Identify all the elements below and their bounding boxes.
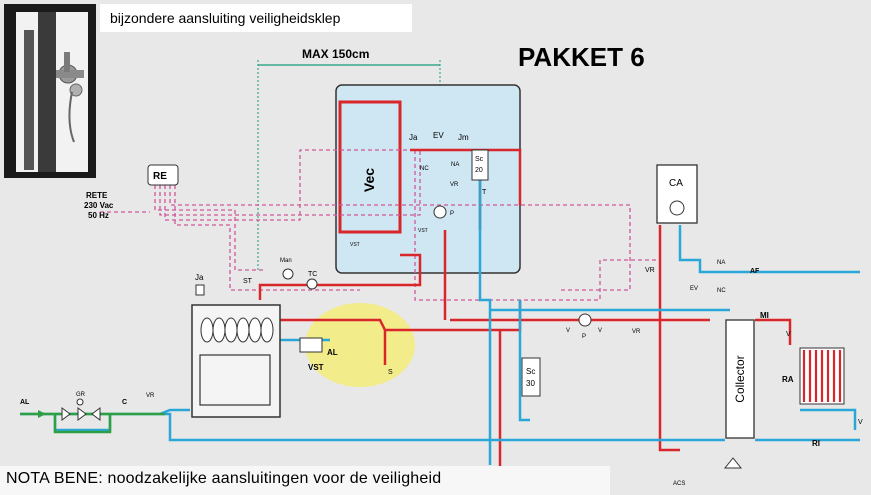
v-bot-label: V [858,419,863,426]
sc30-label-2: 30 [526,379,535,388]
t-probe-label: T [482,189,487,196]
caption-text: bijzondere aansluiting veiligheidsklep [110,10,341,26]
ja-boiler-icon [195,284,205,296]
inlet-arrow-icon [38,410,46,418]
heat-exchanger-coils [200,317,274,343]
al-vst-label: AL [327,348,338,357]
signal-wiring [100,149,660,301]
ca-pump-icon [669,200,685,216]
sc20-label-2: 20 [475,167,483,174]
sc30-label-1: Sc [526,367,535,376]
rete-label-1: RETE [86,191,108,200]
vr-left-label: VR [146,393,155,399]
shower-head-icon [723,457,743,469]
nc-ca-label: NC [717,288,726,294]
p-tank-label: P [450,211,454,217]
ja-boiler-label: Ja [195,273,204,282]
vst-boiler-label: VST [308,363,324,372]
collector-manifold [725,319,755,439]
man-label: Man [280,258,292,264]
ja-top-label: Ja [409,133,418,142]
v-top-label: V [786,331,791,338]
re-label: RE [153,171,167,182]
highlight-zone [305,303,415,387]
rete-label-3: 50 Hz [88,211,109,220]
vst2-tank-label: VST [418,228,428,234]
c-label: C [122,399,127,406]
st-label: ST [243,278,253,285]
sc30-box [521,357,541,397]
heating-element-vec [338,100,402,234]
max-dimension-label: MAX 150cm [302,47,369,61]
al-left-label: AL [20,399,30,406]
inlet-valves-icon [61,398,101,421]
rete-label-2: 230 Vac [84,201,114,210]
diagram-title: PAKKET 6 [518,42,645,72]
jm-label: Jm [458,133,469,142]
safety-valve-icon [24,12,84,172]
boiler-door [199,354,271,406]
circulator-pump-icon [578,313,592,327]
ra-label: RA [782,375,794,384]
ri-label: RI [812,439,820,448]
ca-label: CA [669,178,683,189]
re-box [147,164,179,186]
vr-tank-label: VR [450,182,459,188]
af-label: AF [750,268,760,275]
manometer-icon [282,268,294,280]
radiator-ra [799,347,845,405]
gr-label: GR [76,392,86,398]
tc-label: TC [308,271,317,278]
p-pump-label: P [582,334,586,340]
vr-ca-label: VR [645,267,655,274]
na-ca-label: NA [717,260,725,266]
acs-label: ACS [673,481,685,487]
thermostat-icon [306,278,318,290]
sc20-box [471,149,489,181]
note-text: NOTA BENE: noodzakelijke aansluitingen v… [6,470,442,487]
ev-top-label: EV [433,131,444,140]
vr-pump-label: VR [632,329,641,335]
collector-label: Collector [733,355,747,402]
ev-ca-label: EV [690,286,698,292]
sc20-label-1: Sc [475,156,484,163]
caption-box: bijzondere aansluiting veiligheidsklep [100,4,412,32]
vec-label: Vec [361,168,377,192]
nc-label: NC [420,166,429,172]
valve-photo [16,12,88,172]
valve-photo-thumbnail [4,4,96,178]
v1-label: V [566,328,570,334]
s-label: S [388,369,393,376]
na-label: NA [451,162,459,168]
pump-tank-icon [433,205,447,219]
v2-label: V [598,328,602,334]
note-box: NOTA BENE: noodzakelijke aansluitingen v… [0,466,610,495]
mi-label: MI [760,311,769,320]
safety-valve-vst [299,337,323,353]
vst-tank-label: VST [350,242,360,248]
